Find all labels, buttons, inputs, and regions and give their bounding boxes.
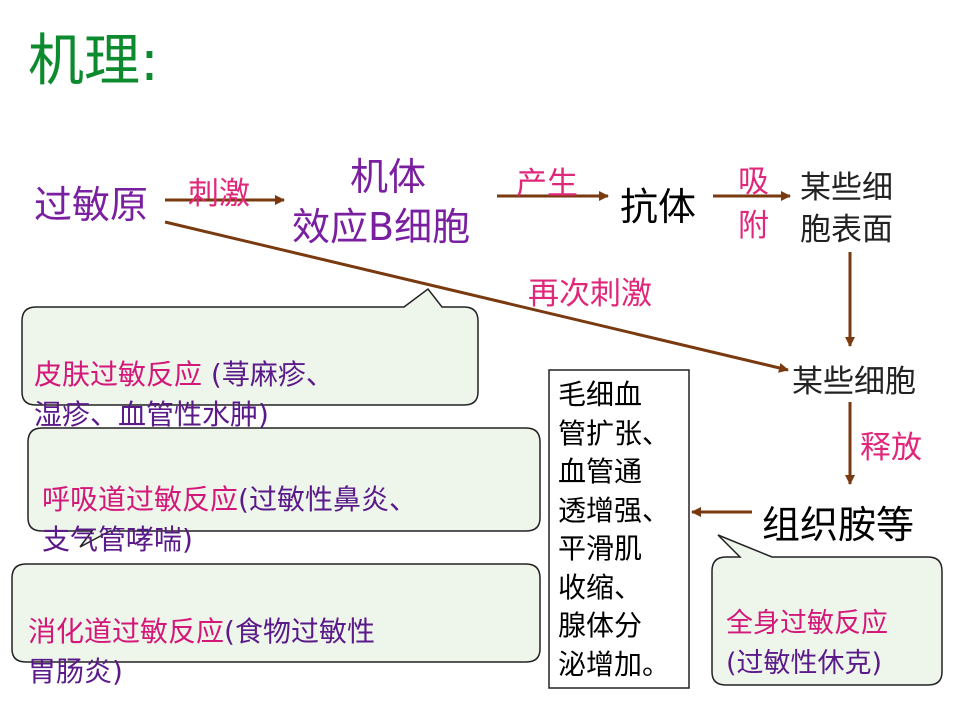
callout-skin-body: (荨麻疹、 湿疹、血管性水肿)	[34, 358, 334, 431]
arrow-restimulate	[164, 220, 789, 373]
effects-box	[548, 369, 690, 689]
callout-skin-text: 皮肤过敏反应 (荨麻疹、 湿疹、血管性水肿)	[34, 315, 334, 435]
callout-digestive-body: (食物过敏性 胃肠炎)	[28, 615, 375, 688]
node-effector-line2: 效应B细胞	[292, 205, 471, 249]
effects-box-text: 毛细血 管扩张、 血管通 透增强、 平滑肌 收缩、 腺体分 泌增加。	[558, 378, 671, 681]
page-title: 机理:	[28, 29, 159, 94]
node-antibody: 抗体	[620, 185, 697, 229]
label-release: 释放	[860, 430, 922, 466]
callout-skin-head: 皮肤过敏反应	[34, 358, 203, 391]
node-histamine: 组织胺等	[762, 503, 915, 547]
node-some-cells: 某些细胞	[792, 364, 916, 400]
callout-systemic-head: 全身过敏反应	[726, 608, 888, 639]
callout-digestive-text: 消化道过敏反应(食物过敏性 胃肠炎)	[28, 572, 375, 692]
callout-respiratory-body: (过敏性鼻炎、 支气管哮喘)	[42, 483, 417, 556]
label-produce: 产生	[516, 166, 578, 202]
callout-skin-bubble	[21, 287, 479, 406]
callout-systemic-text: 全身过敏反应 (过敏性休克)	[726, 564, 888, 684]
label-stimulate: 刺激	[188, 176, 250, 212]
callout-digestive-bubble	[11, 563, 541, 663]
callout-respiratory-text: 呼吸道过敏反应(过敏性鼻炎、 支气管哮喘)	[42, 440, 417, 560]
label-adsorb-1: 吸	[738, 164, 769, 200]
node-allergen: 过敏原	[34, 183, 149, 227]
callout-systemic-body: (过敏性休克)	[726, 648, 883, 679]
node-cell-surface-line2: 胞表面	[800, 212, 893, 248]
callout-respiratory-bubble	[27, 427, 541, 548]
node-cell-surface-line1: 某些细	[800, 170, 893, 206]
node-effector-line1: 机体	[350, 155, 427, 199]
label-restimulate: 再次刺激	[528, 276, 652, 312]
callout-respiratory-head: 呼吸道过敏反应	[42, 483, 239, 516]
label-adsorb-2: 附	[738, 208, 769, 244]
callout-digestive-head: 消化道过敏反应	[28, 615, 225, 648]
callout-systemic-bubble	[711, 534, 943, 686]
